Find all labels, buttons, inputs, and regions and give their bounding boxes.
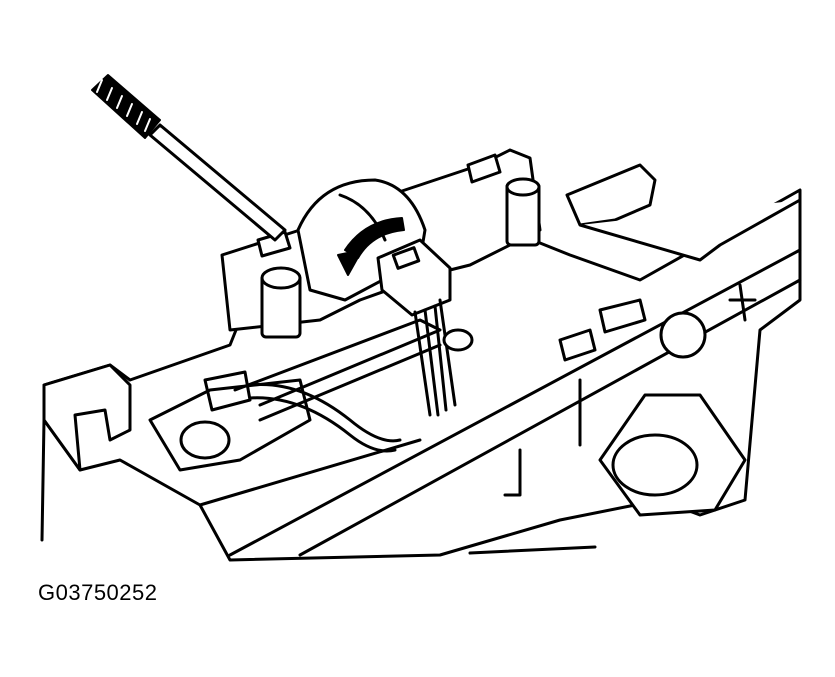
electrical-connector [248, 238, 474, 453]
rotation-arrow-icon [337, 217, 405, 276]
threaded-rod [91, 74, 287, 242]
figure-id-label: G03750252 [38, 580, 158, 605]
side-frame [503, 163, 801, 517]
